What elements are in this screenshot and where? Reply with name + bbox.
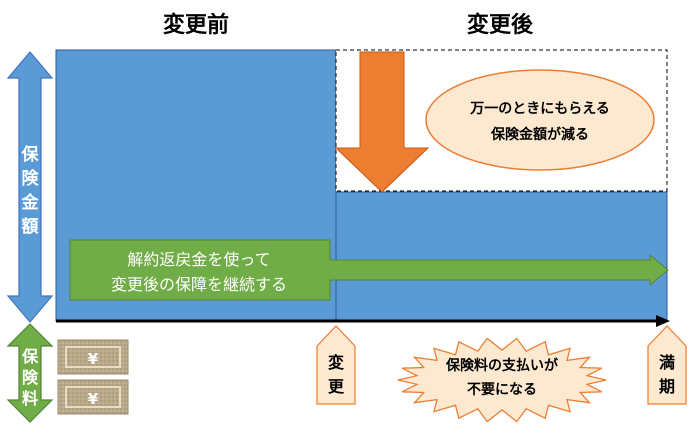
premium-ticket: ¥ (57, 379, 129, 415)
change-tag-char-0: 変 (328, 353, 344, 372)
burst-line-1: 不要になる (467, 382, 537, 398)
time-axis-arrowhead (656, 315, 670, 327)
maturity-tag-char-0: 満 (659, 353, 675, 372)
maturity-point-tag (647, 325, 687, 405)
amount-axis-char-2: 金 (21, 192, 40, 213)
before-header: 変更前 (163, 12, 229, 38)
green-arrow-line-0: 解約返戻金を使って (127, 250, 270, 269)
change-point-tag (316, 325, 356, 405)
yen-icon: ¥ (88, 390, 99, 408)
amount-axis-arrow (6, 51, 54, 323)
amount-axis-char-1: 険 (22, 168, 40, 189)
premium-unnecessary-burst (397, 337, 607, 423)
after-header: 変更後 (467, 12, 534, 38)
amount-axis-char-0: 保 (21, 144, 40, 165)
premium-axis-char-1: 険 (22, 368, 39, 387)
reduction-down-arrow (334, 51, 430, 193)
callout-line-1: 保険金額が減る (490, 126, 589, 143)
change-tag-char-1: 更 (328, 377, 345, 396)
burst-line-0: 保険料の支払いが (445, 357, 559, 374)
continuation-green-arrow (69, 239, 669, 301)
after-coverage-block (335, 191, 668, 322)
callout-line-0: 万一のときにもらえる (469, 101, 610, 117)
premium-axis-arrow (6, 323, 54, 423)
green-arrow-line-1: 変更後の保障を継続する (111, 275, 287, 294)
maturity-tag-char-1: 期 (659, 377, 675, 396)
amount-axis-char-3: 額 (21, 216, 39, 237)
yen-icon: ¥ (88, 350, 99, 368)
premium-axis-char-0: 保 (21, 347, 39, 366)
premium-axis-char-2: 料 (22, 389, 38, 408)
reduced-amount-callout (425, 69, 655, 171)
premium-ticket: ¥ (57, 339, 129, 375)
